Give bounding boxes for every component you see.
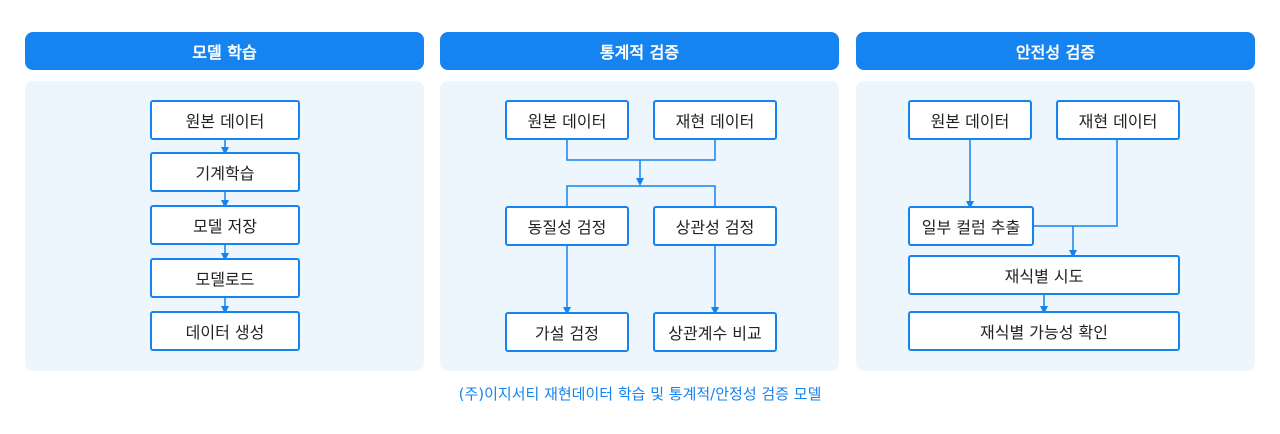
header-safety-validation: 안전성 검증: [856, 32, 1255, 70]
box-raw-data: 원본 데이터: [505, 100, 629, 140]
header-model-training: 모델 학습: [25, 32, 424, 70]
box-homogeneity-test: 동질성 검정: [505, 206, 629, 246]
box-synthetic-data: 재현 데이터: [1056, 100, 1180, 140]
diagram-caption: (주)이지서티 재현데이터 학습 및 통계적/안정성 검증 모델: [458, 385, 822, 403]
box-data-generation: 데이터 생성: [150, 311, 300, 351]
box-model-load: 모델로드: [150, 258, 300, 298]
box-partial-column-extract: 일부 컬럼 추출: [908, 206, 1034, 246]
box-synthetic-data: 재현 데이터: [653, 100, 777, 140]
box-correlation-test: 상관성 검정: [653, 206, 777, 246]
box-raw-data: 원본 데이터: [150, 100, 300, 140]
box-reidentification-possibility-check: 재식별 가능성 확인: [908, 311, 1180, 351]
box-reidentification-attempt: 재식별 시도: [908, 255, 1180, 295]
box-model-save: 모델 저장: [150, 205, 300, 245]
box-correlation-coefficient-compare: 상관계수 비교: [653, 312, 777, 352]
box-hypothesis-test: 가설 검정: [505, 312, 629, 352]
box-raw-data: 원본 데이터: [908, 100, 1032, 140]
header-statistical-validation: 통계적 검증: [440, 32, 839, 70]
box-machine-learning: 기계학습: [150, 152, 300, 192]
panel-statistical-validation: [440, 81, 839, 371]
